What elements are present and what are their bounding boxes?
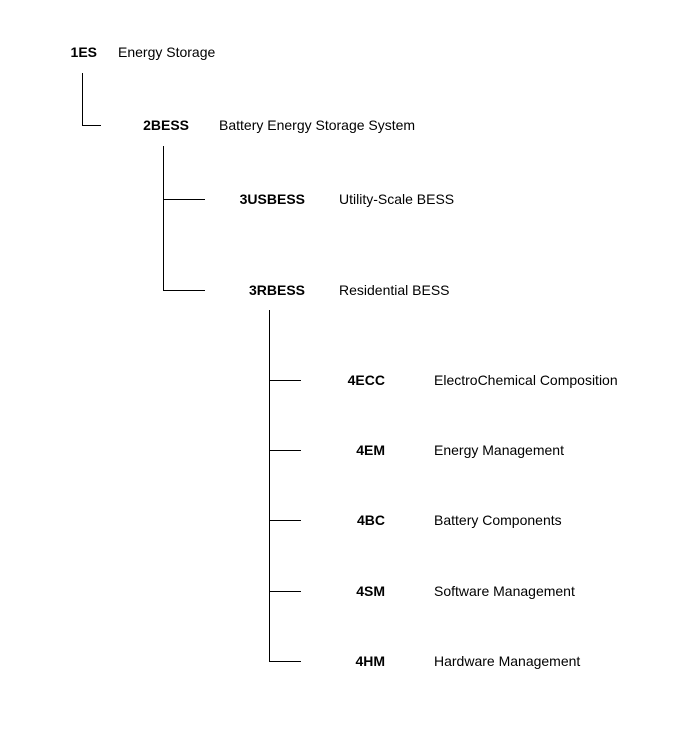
tree-node-rbess: 3RBESS Residential BESS xyxy=(0,280,694,300)
connector-branch-hm xyxy=(269,661,301,662)
connector-trunk-es xyxy=(82,73,83,126)
node-code: 4EM xyxy=(356,442,385,458)
node-code: 4ECC xyxy=(347,372,385,388)
node-label: Hardware Management xyxy=(434,653,581,669)
connector-branch-sm xyxy=(269,591,301,592)
node-code: 2BESS xyxy=(143,117,189,133)
tree-node-es: 1ES Energy Storage xyxy=(0,42,694,62)
node-code: 4BC xyxy=(356,512,385,528)
connector-branch-rbess xyxy=(163,290,205,291)
connector-branch-bess xyxy=(82,125,101,126)
node-code: 4HM xyxy=(355,653,385,669)
node-code: 4SM xyxy=(356,583,385,599)
node-label: Software Management xyxy=(434,583,575,599)
node-label: Residential BESS xyxy=(339,282,450,298)
node-code: 1ES xyxy=(70,44,97,60)
tree-node-sm: 4SM Software Management xyxy=(0,581,694,601)
connector-branch-em xyxy=(269,450,301,451)
node-label: Battery Components xyxy=(434,512,562,528)
node-code: 3USBESS xyxy=(239,191,305,207)
tree-node-bc: 4BC Battery Components xyxy=(0,510,694,530)
tree-node-em: 4EM Energy Management xyxy=(0,440,694,460)
node-label: Energy Storage xyxy=(118,44,216,60)
node-label: ElectroChemical Composition xyxy=(434,372,618,388)
connector-branch-bc xyxy=(269,520,301,521)
connector-branch-ecc xyxy=(269,380,301,381)
tree-node-hm: 4HM Hardware Management xyxy=(0,651,694,671)
tree-node-bess: 2BESS Battery Energy Storage System xyxy=(0,115,694,135)
node-label: Utility-Scale BESS xyxy=(339,191,455,207)
node-label: Battery Energy Storage System xyxy=(219,117,416,133)
connector-branch-usbess xyxy=(163,199,205,200)
connector-trunk-rbess xyxy=(269,310,270,662)
tree-node-ecc: 4ECC ElectroChemical Composition xyxy=(0,370,694,390)
node-code: 3RBESS xyxy=(248,282,305,298)
connector-trunk-bess xyxy=(163,146,164,291)
node-label: Energy Management xyxy=(434,442,564,458)
tree-node-usbess: 3USBESS Utility-Scale BESS xyxy=(0,189,694,209)
